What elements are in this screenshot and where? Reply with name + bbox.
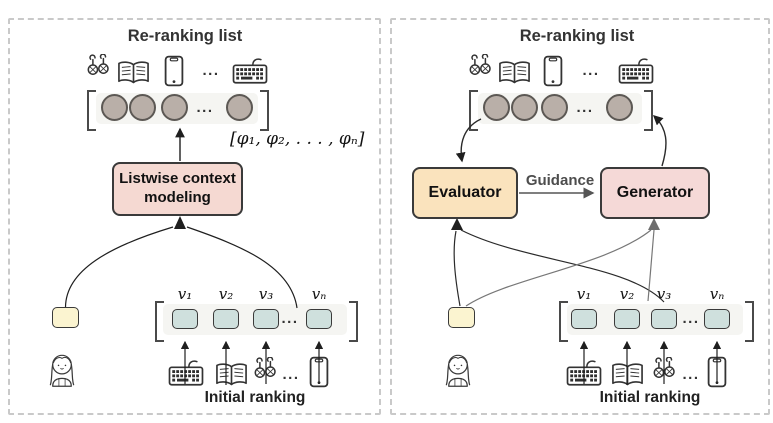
top-row-ellipsis: ... — [202, 62, 220, 79]
right-bracket — [644, 90, 653, 131]
item-box-v3 — [651, 309, 677, 329]
circle-list-ellipsis: ... — [196, 99, 214, 116]
earrings-icon — [253, 357, 277, 387]
item-label-v3: v₃ — [258, 285, 274, 303]
item-label-v1: v₁ — [177, 285, 193, 303]
embedding-circle — [483, 94, 510, 121]
embedding-circle — [226, 94, 253, 121]
keyboard-icon — [566, 358, 602, 388]
initial-ranking-label: Initial ranking — [599, 389, 701, 406]
item-box-v3 — [253, 309, 279, 329]
woman-avatar-icon — [441, 347, 475, 393]
phone-icon — [164, 55, 184, 87]
item-box-v1 — [172, 309, 198, 329]
bottom-row-ellipsis: ... — [282, 366, 300, 383]
item-label-v3: v₃ — [656, 285, 672, 303]
item-label-v2: v₂ — [619, 285, 635, 303]
phi-score-list-label: [φ₁, φ₂, . . . , φₙ] — [230, 129, 365, 149]
right-bracket — [349, 301, 358, 342]
item-box-v1 — [571, 309, 597, 329]
left-reranking-list-title: Re-ranking list — [127, 27, 243, 45]
book-icon — [215, 362, 248, 388]
item-list-ellipsis: ... — [682, 310, 700, 327]
item-box-v2 — [213, 309, 239, 329]
earrings-icon — [86, 54, 110, 84]
earrings-icon — [468, 54, 492, 84]
book-icon — [611, 362, 644, 388]
embedding-circle — [101, 94, 128, 121]
left-bracket — [469, 90, 478, 131]
listwise-context-modeling-box: Listwise context modeling — [112, 162, 243, 216]
left-bracket — [559, 301, 568, 342]
circle-list-ellipsis: ... — [576, 99, 594, 116]
embedding-circle — [541, 94, 568, 121]
item-label-v1: v₁ — [576, 285, 592, 303]
initial-ranking-label: Initial ranking — [204, 389, 306, 406]
right-reranking-list-title: Re-ranking list — [519, 27, 635, 45]
bottom-row-ellipsis: ... — [682, 366, 700, 383]
book-icon — [498, 60, 531, 86]
user-embedding-box — [52, 307, 79, 328]
generator-box: Generator — [600, 167, 710, 219]
item-label-v2: v₂ — [218, 285, 234, 303]
keyboard-icon — [618, 56, 654, 86]
item-label-vn: vₙ — [709, 285, 725, 303]
item-box-v2 — [614, 309, 640, 329]
item-box-vn — [704, 309, 730, 329]
embedding-circle — [129, 94, 156, 121]
evaluator-box: Evaluator — [412, 167, 518, 219]
earrings-icon — [652, 357, 676, 387]
right-bracket — [260, 90, 269, 131]
user-embedding-box — [448, 307, 475, 328]
phone-icon — [309, 356, 329, 388]
top-row-ellipsis: ... — [582, 62, 600, 79]
item-box-vn — [306, 309, 332, 329]
right-bracket — [745, 301, 754, 342]
left-bracket — [87, 90, 96, 131]
embedding-circle — [511, 94, 538, 121]
embedding-circle — [606, 94, 633, 121]
left-bracket — [155, 301, 164, 342]
guidance-label: Guidance — [525, 172, 595, 189]
item-list-ellipsis: ... — [281, 310, 299, 327]
keyboard-icon — [232, 56, 268, 86]
phone-icon — [707, 356, 727, 388]
book-icon — [117, 60, 150, 86]
item-label-vn: vₙ — [311, 285, 327, 303]
embedding-circle — [161, 94, 188, 121]
woman-avatar-icon — [45, 347, 79, 393]
keyboard-icon — [168, 358, 204, 388]
phone-icon — [543, 55, 563, 87]
